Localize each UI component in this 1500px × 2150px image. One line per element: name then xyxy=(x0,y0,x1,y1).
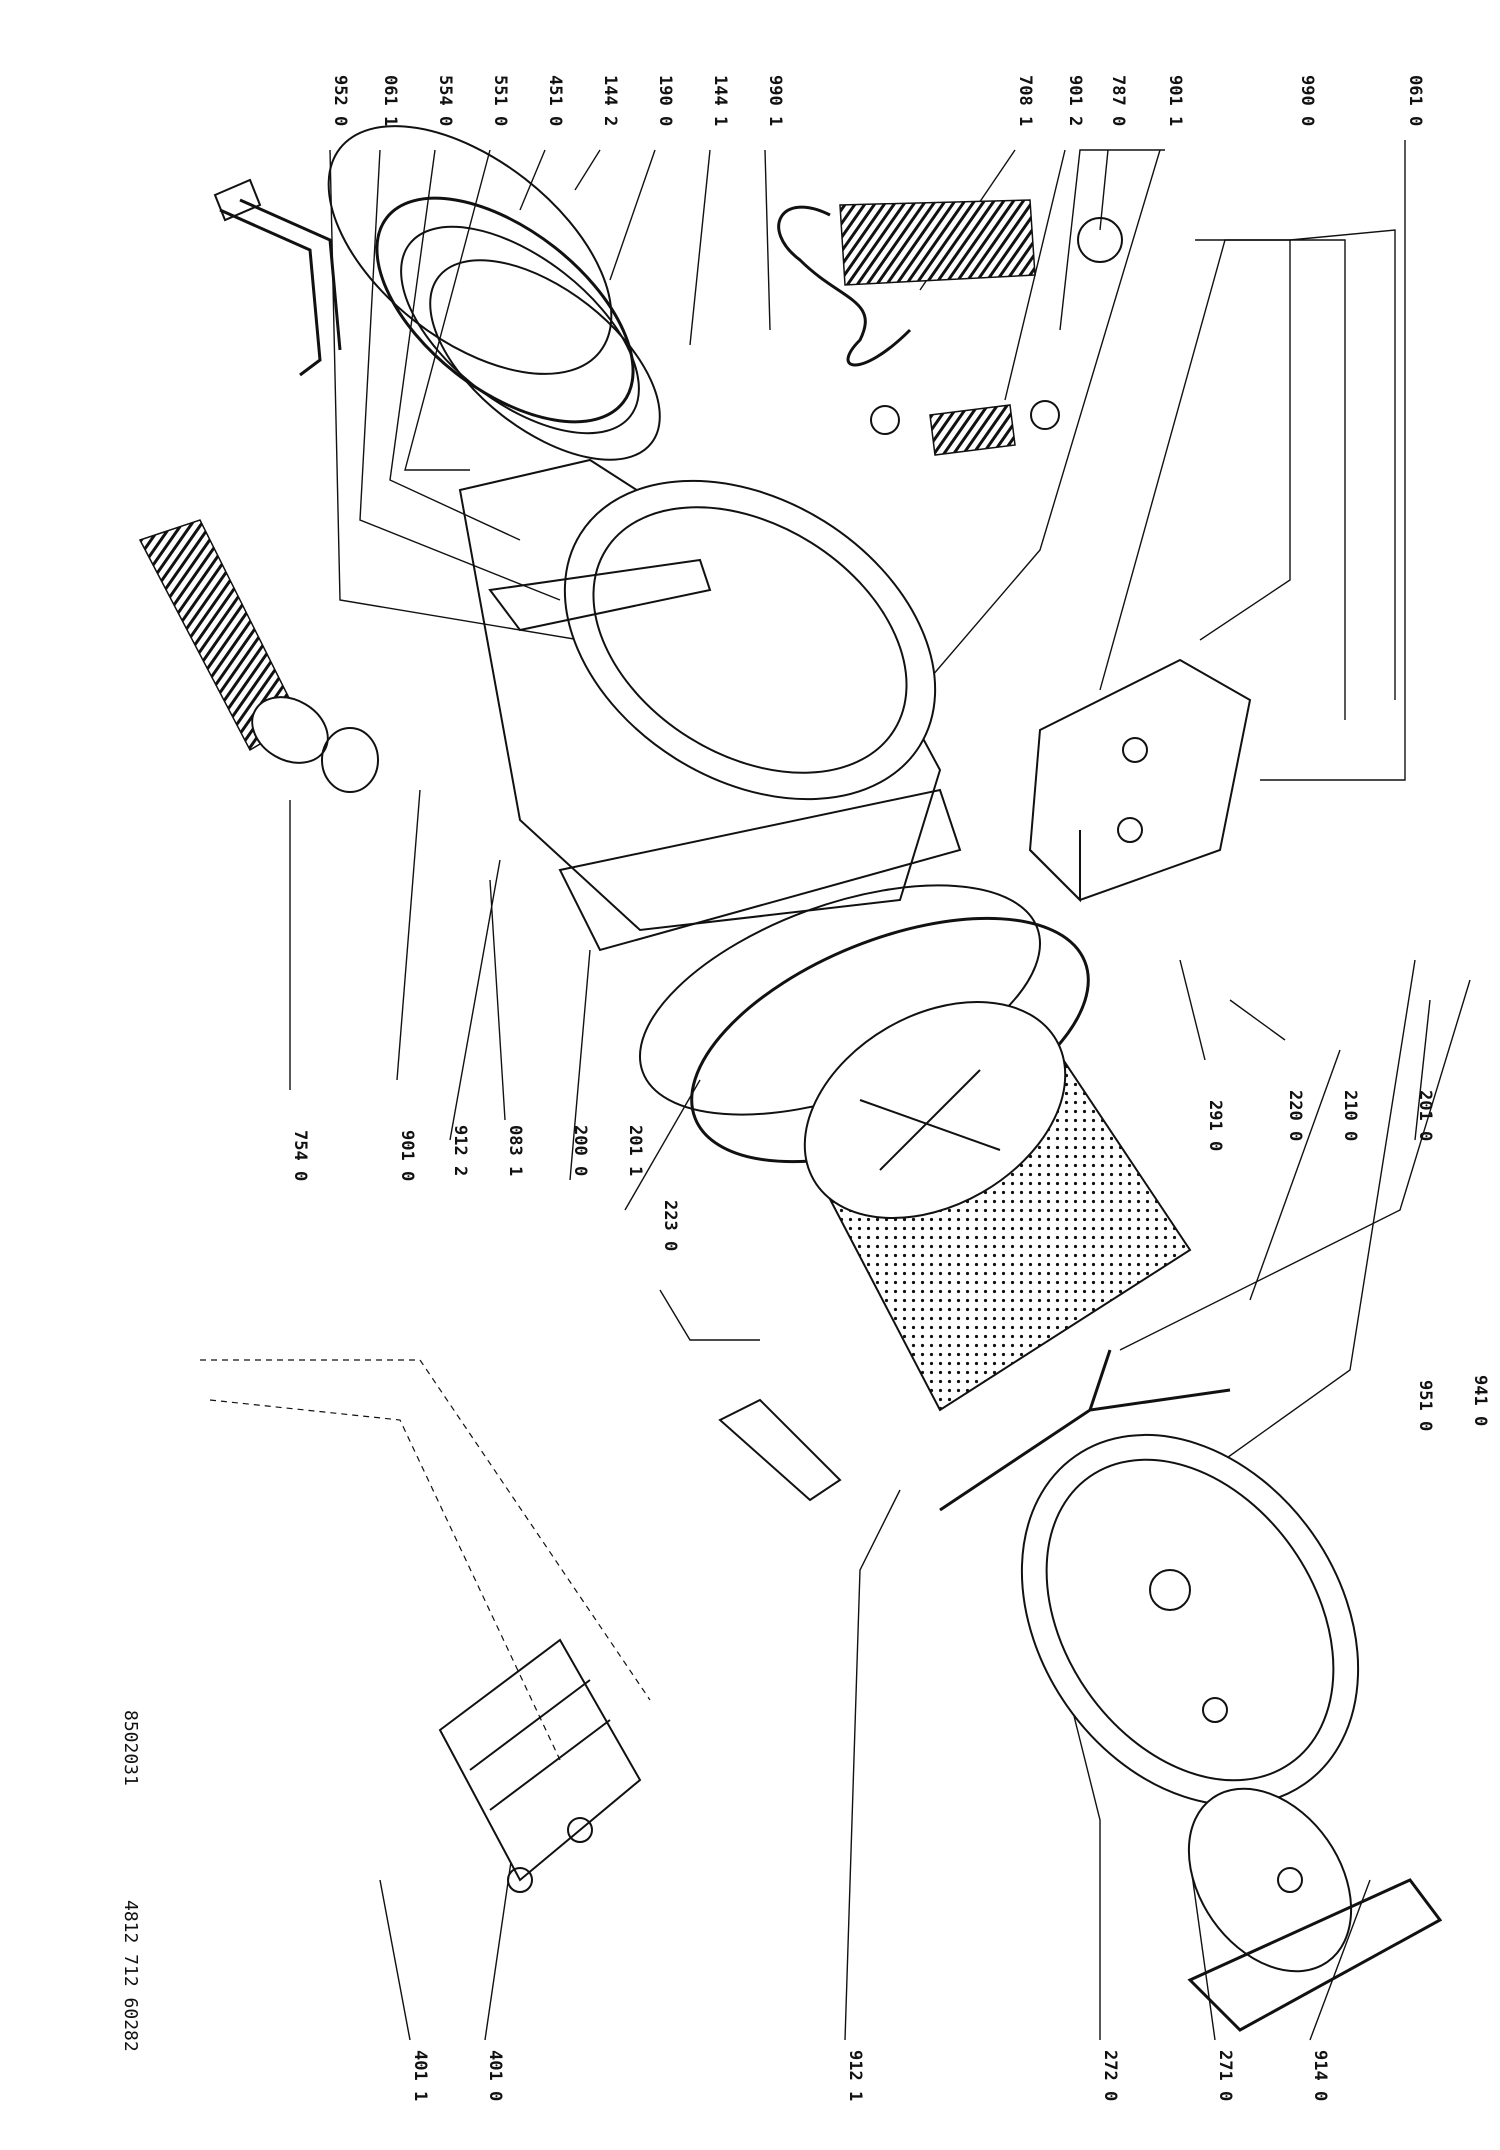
label-4011: 401 1 xyxy=(410,2050,430,2101)
spring-part-7870 xyxy=(870,400,1060,456)
label-9121: 912 1 xyxy=(845,2050,865,2101)
label-2720: 272 0 xyxy=(1100,2050,1120,2101)
label-0611: 061 1 xyxy=(380,75,400,126)
label-9520: 952 0 xyxy=(330,75,350,126)
label-9510: 951 0 xyxy=(1415,1380,1435,1431)
document-number: 4812 712 60282 xyxy=(120,1900,141,2052)
label-9012: 901 2 xyxy=(1065,75,1085,126)
label-2000: 200 0 xyxy=(570,1125,590,1176)
drum-spider-part-2100 xyxy=(939,1349,1231,1512)
label-1900: 190 0 xyxy=(655,75,675,126)
tub-part-2000 xyxy=(458,458,962,952)
hose-part-7081 xyxy=(777,199,1123,367)
label-9410: 941 0 xyxy=(1470,1375,1490,1426)
label-1442: 144 2 xyxy=(600,75,620,126)
reference-code: 8502031 xyxy=(120,1710,141,1786)
label-9140: 914 0 xyxy=(1310,2050,1330,2101)
label-2200: 220 0 xyxy=(1285,1090,1305,1141)
label-2910: 291 0 xyxy=(1205,1100,1225,1151)
rear-panel-part-9410 xyxy=(1020,1433,1360,1807)
motor-part-4010 xyxy=(200,1359,651,1893)
label-4510: 451 0 xyxy=(545,75,565,126)
label-9010: 901 0 xyxy=(397,1130,417,1181)
label-2010: 201 0 xyxy=(1415,1090,1435,1141)
label-9011: 901 1 xyxy=(1165,75,1185,126)
drain-hose-part-7540 xyxy=(138,519,379,793)
label-5510: 551 0 xyxy=(490,75,510,126)
label-7081: 708 1 xyxy=(1015,75,1035,126)
belt-part-2710 xyxy=(1187,1878,1443,2032)
parts xyxy=(138,125,1443,2032)
label-9122: 912 2 xyxy=(450,1125,470,1176)
label-0831: 083 1 xyxy=(505,1125,525,1176)
label-7540: 754 0 xyxy=(290,1130,310,1181)
label-4010: 401 0 xyxy=(485,2050,505,2101)
drum-paddle-part-2230 xyxy=(718,1398,842,1502)
label-7870: 787 0 xyxy=(1108,75,1128,126)
counterweight-part-0610 xyxy=(1028,658,1252,903)
label-9901: 990 1 xyxy=(765,75,785,126)
label-9900: 990 0 xyxy=(1297,75,1317,126)
door-seal-part-1900 xyxy=(327,125,661,461)
label-2100: 210 0 xyxy=(1340,1090,1360,1141)
label-1441: 144 1 xyxy=(710,75,730,126)
label-2230: 223 0 xyxy=(660,1200,680,1251)
heater-part-4510 xyxy=(213,178,342,377)
label-2710: 271 0 xyxy=(1215,2050,1235,2101)
label-0610: 061 0 xyxy=(1405,75,1425,126)
label-5540: 554 0 xyxy=(435,75,455,126)
drum-part-2200 xyxy=(803,1000,1192,1412)
label-2011: 201 1 xyxy=(625,1125,645,1176)
part-labels: 061 0 990 0 901 1 787 0 901 2 708 1 990 … xyxy=(120,75,1490,2101)
